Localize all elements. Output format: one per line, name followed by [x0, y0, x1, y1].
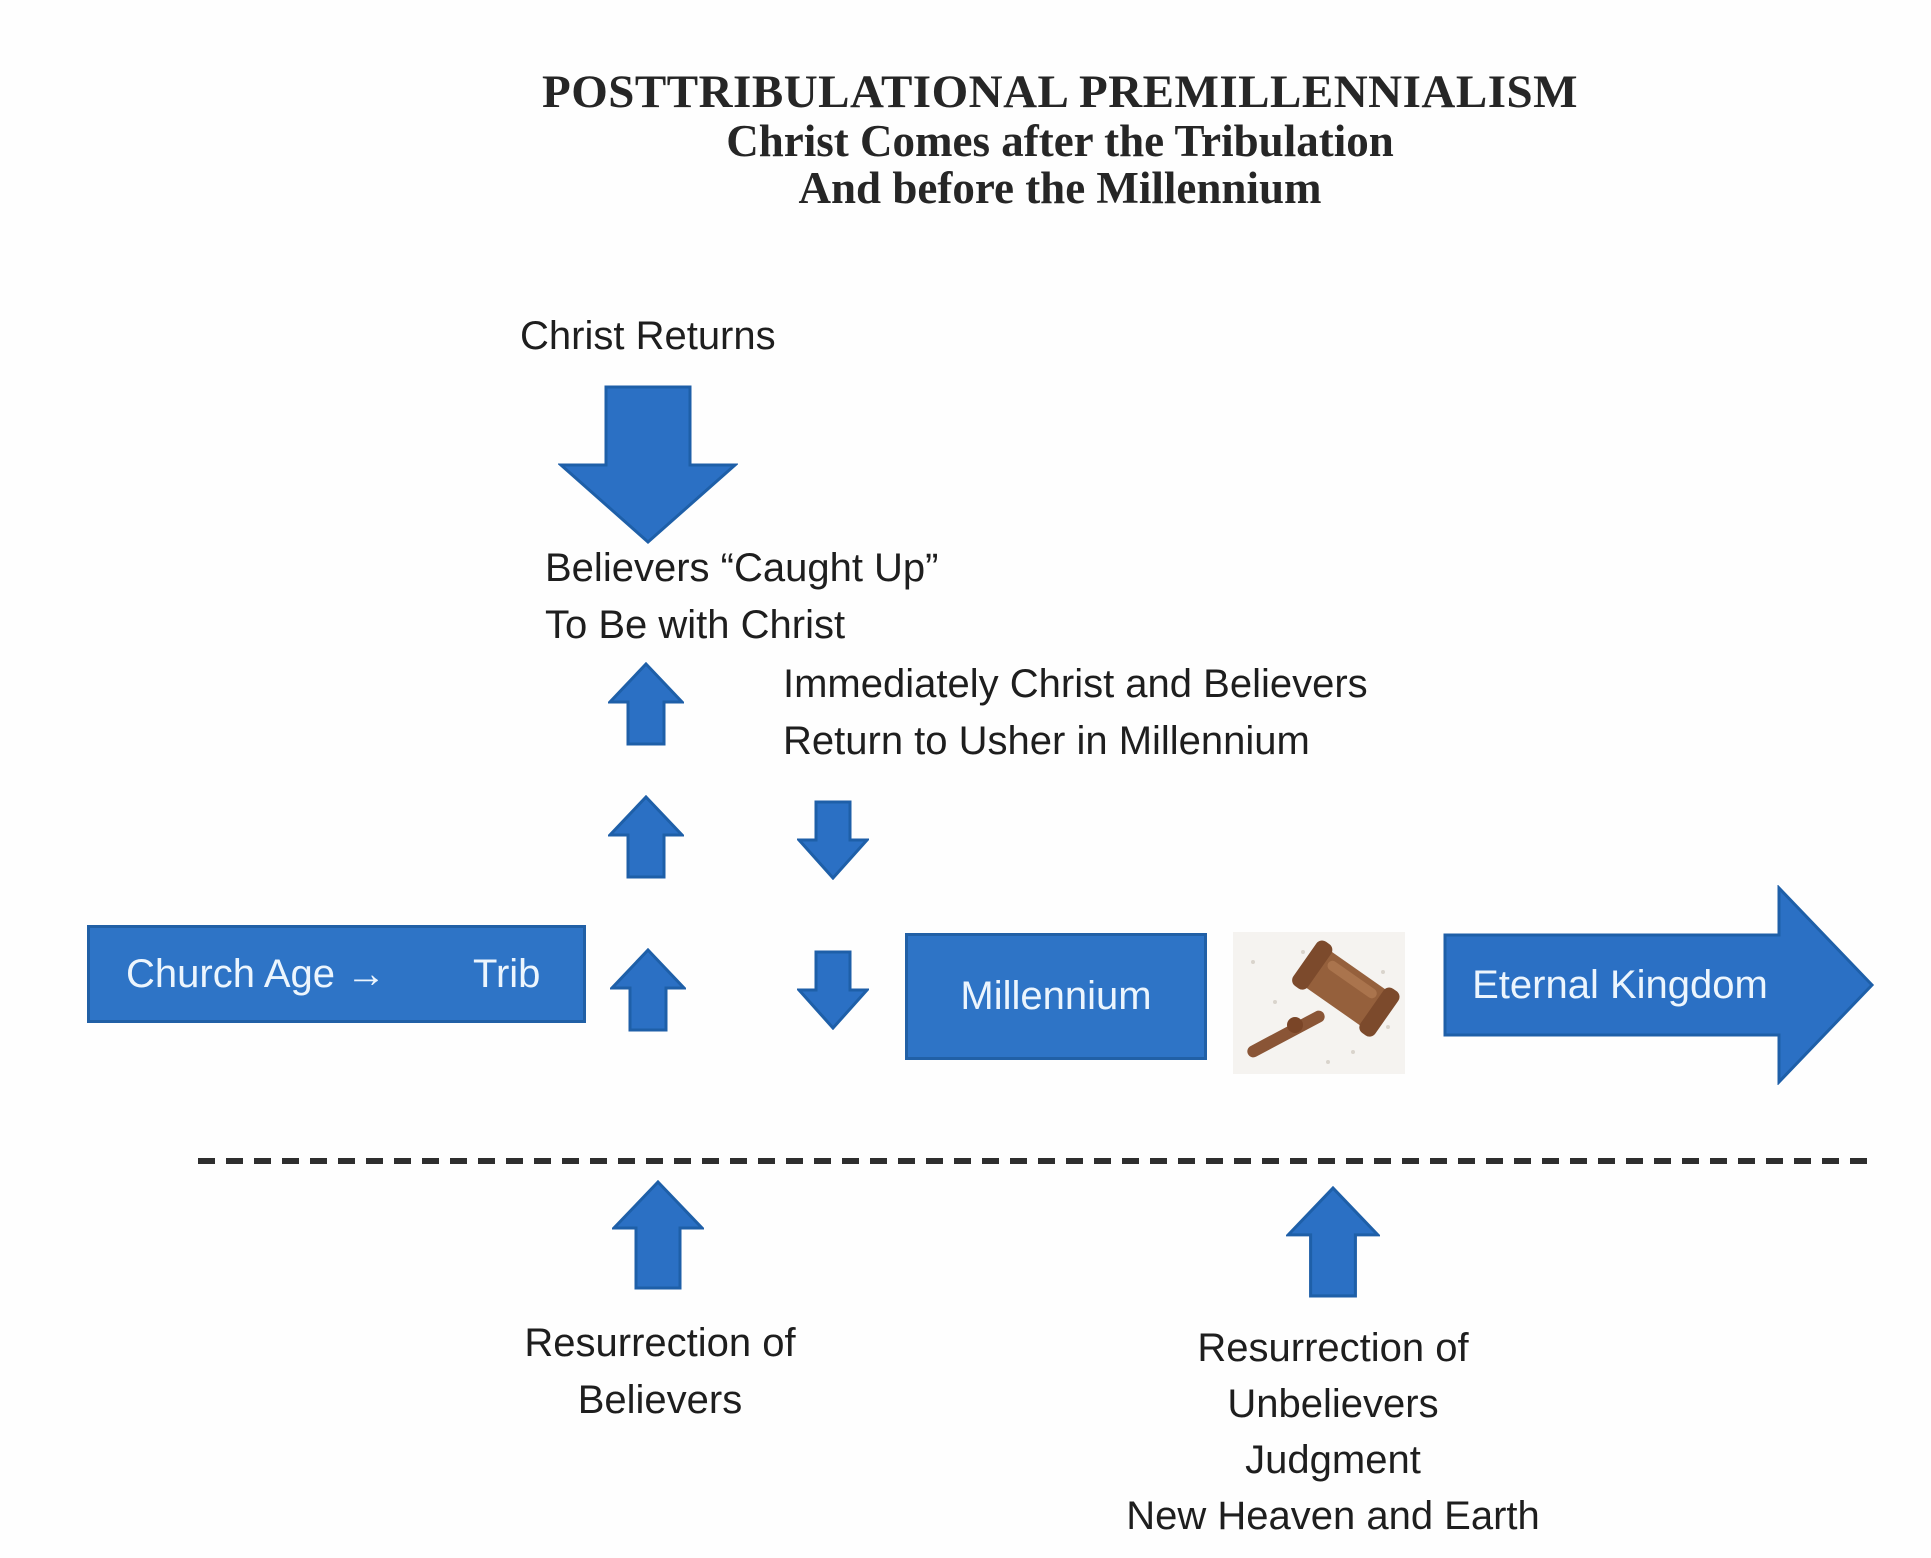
page-title: POSTTRIBULATIONAL PREMILLENNIALISM — [542, 66, 1578, 118]
immediately-line1: Immediately Christ and Believers — [783, 662, 1368, 706]
trib-label: Trib — [473, 951, 541, 996]
caught-up-line2: To Be with Christ — [545, 603, 846, 647]
up-arrow-icon — [608, 795, 684, 879]
up-arrow-icon — [1286, 1186, 1380, 1298]
page-subtitle-1: Christ Comes after the Tribulation — [726, 116, 1394, 166]
resurrection-unbelievers-line2: Unbelievers — [1227, 1382, 1439, 1426]
page-subtitle-2: And before the Millennium — [798, 163, 1322, 213]
resurrection-unbelievers-line3: Judgment — [1245, 1438, 1421, 1482]
christ-returns-label: Christ Returns — [520, 314, 776, 358]
down-arrow-icon — [797, 800, 869, 880]
up-arrow-icon — [612, 1180, 704, 1290]
resurrection-unbelievers-label: Resurrection of Unbelievers Judgment New… — [1073, 1320, 1593, 1544]
church-age-label: Church Age → — [126, 951, 387, 996]
resurrection-unbelievers-line4: New Heaven and Earth — [1126, 1494, 1540, 1538]
resurrection-unbelievers-line1: Resurrection of — [1197, 1326, 1469, 1370]
gavel-image — [1233, 932, 1405, 1074]
resurrection-believers-line2: Believers — [577, 1378, 743, 1422]
right-arrow-icon — [1443, 885, 1875, 1085]
up-arrow-icon — [608, 662, 684, 746]
immediately-line2: Return to Usher in Millennium — [783, 719, 1310, 763]
millennium-box: Millennium — [905, 933, 1207, 1060]
caught-up-line1: Believers “Caught Up” — [545, 546, 939, 590]
up-arrow-icon — [610, 948, 686, 1032]
resurrection-believers-line1: Resurrection of — [524, 1321, 796, 1365]
eternal-kingdom-label: Eternal Kingdom — [1472, 962, 1768, 1007]
title-block: POSTTRIBULATIONAL PREMILLENNIALISM Chris… — [360, 66, 1760, 212]
gavel-icon — [1233, 932, 1405, 1074]
eternal-kingdom-arrow: Eternal Kingdom — [1443, 885, 1875, 1085]
resurrection-believers-label: Resurrection of Believers — [400, 1315, 920, 1429]
millennium-label: Millennium — [960, 974, 1152, 1018]
big-down-arrow-icon — [558, 385, 738, 545]
immediately-label: Immediately Christ and Believers Return … — [783, 656, 1368, 770]
dashed-divider-line — [198, 1158, 1870, 1164]
church-age-trib-bar: Church Age → Trib — [87, 925, 586, 1023]
down-arrow-icon — [797, 950, 869, 1030]
caught-up-label: Believers “Caught Up” To Be with Christ — [545, 540, 939, 654]
